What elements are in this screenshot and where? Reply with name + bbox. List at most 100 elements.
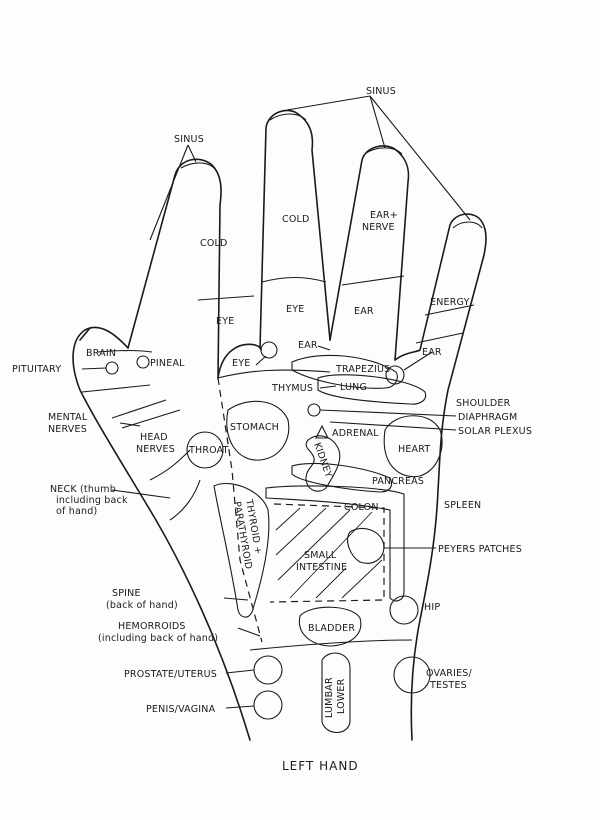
index-finger-outline (127, 158, 222, 379)
eye-small-label: EYE (232, 358, 250, 369)
lower-lumbar-label-line2: LUMBAR (324, 677, 335, 718)
hatch-line (275, 507, 327, 556)
hip-circle (389, 595, 419, 625)
neck-label-line3: of hand) (56, 506, 97, 517)
solar-plexus-label: SOLAR PLEXUS (458, 426, 532, 437)
thumb-index-web (79, 327, 91, 341)
colon-shape (265, 485, 405, 602)
penis-vagina-label: PENIS/VAGINA (146, 704, 216, 715)
ring-segment-line (341, 275, 405, 286)
penis-leader (225, 705, 255, 709)
pancreas-label: PANCREAS (372, 476, 424, 487)
thumb-head-line (121, 409, 181, 429)
thumb-lower-line (169, 479, 201, 521)
diaphragm-leader (319, 409, 457, 417)
sinus-right-label: SINUS (366, 86, 396, 97)
small-intestine-area (269, 503, 385, 603)
segment-lines (81, 275, 475, 651)
spleen-label: SPLEEN (444, 500, 481, 511)
eye-middle-label: EYE (286, 304, 304, 315)
ear-small-label: EAR (298, 340, 318, 351)
hip-label: HIP (424, 602, 440, 613)
brain-label: BRAIN (86, 348, 116, 359)
peyers-patches-label: PEYERS PATCHES (438, 544, 522, 555)
thumb-mental-line (111, 399, 167, 419)
hatch-line (315, 567, 347, 599)
pituitary-leader (81, 367, 107, 370)
small-intestine-border (269, 503, 385, 603)
ear-small-leader (317, 345, 331, 351)
palm-top-line (217, 369, 331, 379)
mental-nerves-label-line1: MENTAL (48, 412, 88, 423)
head-nerves-label-line2: NERVES (136, 444, 175, 455)
spine-label-line1: SPINE (112, 588, 141, 599)
ear-nerve-label-line2: NERVE (362, 222, 395, 233)
head-nerves-label-line1: HEAD (140, 432, 168, 443)
hemorroids-label-line2: (including back of hand) (98, 633, 218, 644)
pancreas-shape (291, 462, 393, 493)
middle-finger-outline (259, 109, 331, 349)
pineal-dot (136, 355, 150, 369)
ovaries-testes-label-line2: TESTES (429, 680, 467, 691)
eye-knuckle-dot (260, 341, 278, 359)
neck-label-line1: NECK (thumb (50, 484, 116, 495)
wrist-line (249, 639, 413, 651)
energy-label: ENERGY (430, 297, 470, 308)
ovaries-circle (393, 656, 431, 694)
neck-label-line2: including back (56, 495, 128, 506)
shoulder-label: SHOULDER (456, 398, 511, 409)
hemorroids-label-line1: HEMORROIDS (118, 621, 186, 632)
neck-leader (111, 489, 171, 499)
sinus-right-leader (286, 95, 471, 221)
stomach-label: STOMACH (230, 422, 279, 433)
organ-shapes (105, 341, 443, 734)
small-intestine-label-line2: INTESTINE (296, 562, 347, 573)
diaphragm-dot (307, 403, 321, 417)
small-intestine-label-line1: SMALL (304, 550, 337, 561)
thymus-leader (319, 385, 337, 389)
thumb-pituitary-line (81, 384, 151, 393)
pinky-finger-outline (394, 213, 487, 741)
ear-pinky-leader (403, 351, 433, 371)
hemorroids-leader (237, 627, 261, 637)
hatch-line (341, 559, 383, 599)
ring-finger-outline (329, 145, 410, 361)
lung-shape (317, 374, 427, 405)
throat-circle (186, 431, 224, 469)
ring-tip-cap (365, 147, 403, 155)
penis-circle (253, 690, 283, 720)
adrenal-triangle (315, 424, 329, 439)
throat-label: THROAT (188, 445, 229, 456)
lung-label: LUNG (340, 382, 367, 393)
chart-title: LEFT HAND (282, 759, 359, 773)
stomach-shape (226, 400, 290, 461)
peyers-patches-shape (347, 528, 385, 564)
pinky-segment-line (424, 304, 475, 316)
pituitary-dot (105, 361, 119, 375)
hatch-line (275, 507, 301, 531)
cold-middle-label: COLD (282, 214, 310, 225)
bladder-label: BLADDER (308, 623, 355, 634)
thumb-brain-line (97, 349, 153, 353)
ear-pinky-label: EAR (422, 347, 442, 358)
diaphragm-label: DIAPHRAGM (458, 412, 517, 423)
thyroid-shape (213, 482, 270, 618)
lower-lumbar-shape (321, 652, 351, 734)
cold-index-label: COLD (200, 238, 228, 249)
pinky-base-line (415, 332, 464, 344)
thymus-label: THYMUS (271, 383, 313, 394)
hatch-line (277, 509, 351, 581)
kidney-shape (305, 435, 341, 492)
labels: SINUS SINUS COLD COLD EAR+ NERVE ENERGY … (12, 86, 532, 773)
colon-label: COLON (344, 502, 379, 513)
adrenal-label: ADRENAL (332, 428, 379, 439)
prostate-circle (253, 655, 283, 685)
prostate-leader (225, 669, 255, 674)
spine-leader (223, 597, 249, 601)
eye-index-label: EYE (216, 316, 234, 327)
pineal-label: PINEAL (150, 358, 185, 369)
pituitary-label: PITUITARY (12, 364, 61, 375)
thumb-outline (72, 326, 251, 741)
pinky-tip-cap (452, 221, 483, 229)
